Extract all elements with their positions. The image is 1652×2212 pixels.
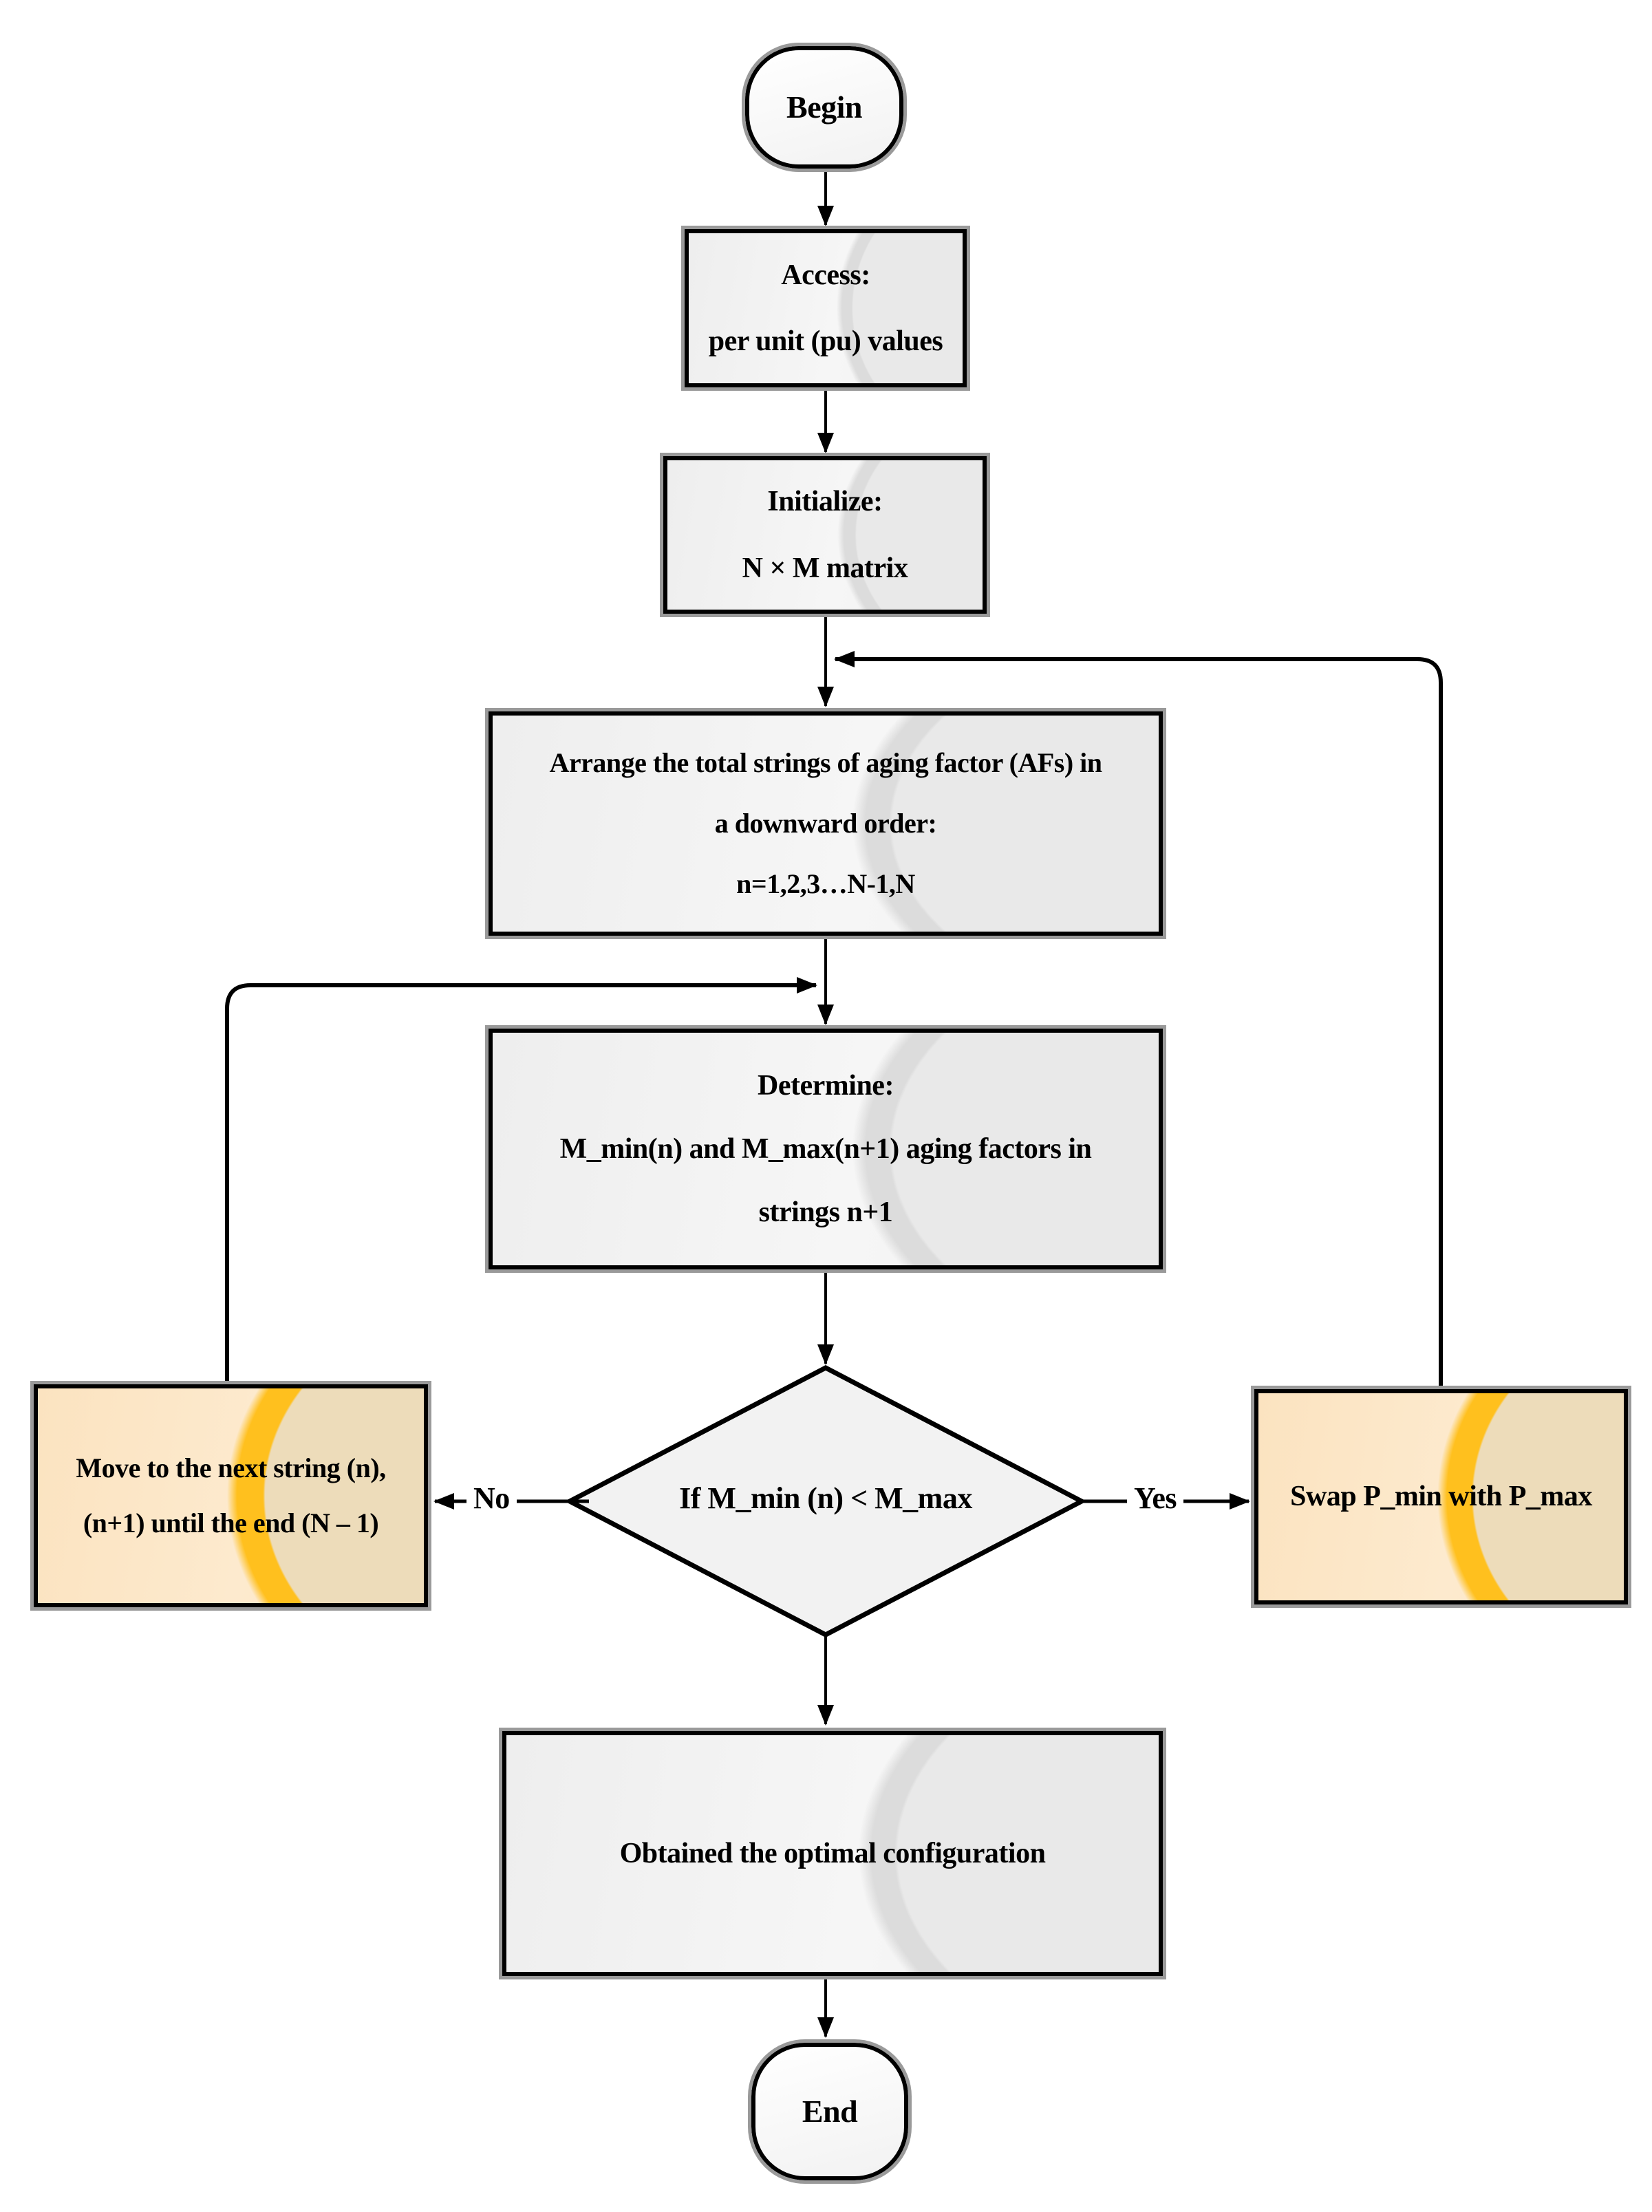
move-next-line: Move to the next string (n),: [76, 1452, 386, 1483]
end-node: End: [748, 2039, 912, 2184]
begin-label: Begin: [786, 89, 862, 125]
begin-node: Begin: [742, 43, 907, 172]
end-label: End: [802, 2093, 858, 2129]
decision-condition-label: If M_min (n) < M_max: [679, 1481, 972, 1515]
determine-line: Determine:: [758, 1069, 894, 1102]
obtained-label: Obtained the optimal configuration: [619, 1837, 1046, 1869]
determine-line: strings n+1: [758, 1196, 893, 1229]
arrange-line: Arrange the total strings of aging facto…: [549, 747, 1102, 778]
initialize-process-node: Initialize: N × M matrix: [660, 453, 990, 617]
move-next-line: (n+1) until the end (N – 1): [83, 1507, 379, 1538]
arrange-line: a downward order:: [714, 808, 937, 839]
swap-node: Swap P_min with P_max: [1251, 1386, 1631, 1608]
arrange-process-node: Arrange the total strings of aging facto…: [485, 708, 1166, 939]
initialize-line: Initialize:: [767, 486, 883, 518]
access-process-node: Access: per unit (pu) values: [681, 226, 970, 391]
swap-label: Swap P_min with P_max: [1290, 1481, 1592, 1513]
determine-process-node: Determine: M_min(n) and M_max(n+1) aging…: [485, 1025, 1166, 1273]
obtained-configuration-node: Obtained the optimal configuration: [499, 1728, 1166, 1979]
yes-branch-label: Yes: [1127, 1481, 1184, 1516]
move-next-string-node: Move to the next string (n), (n+1) until…: [30, 1381, 431, 1611]
access-line: Access:: [781, 259, 870, 291]
arrange-line: n=1,2,3…N-1,N: [736, 868, 915, 899]
access-line: per unit (pu) values: [708, 325, 943, 357]
edge-swap-feedback-loop: [834, 651, 1443, 1387]
edge-move-feedback-loop: [225, 977, 817, 1383]
no-branch-label: No: [466, 1481, 517, 1516]
decision-diamond: [564, 1365, 1087, 1637]
determine-line: M_min(n) and M_max(n+1) aging factors in: [559, 1132, 1092, 1165]
initialize-line: N × M matrix: [742, 552, 908, 584]
